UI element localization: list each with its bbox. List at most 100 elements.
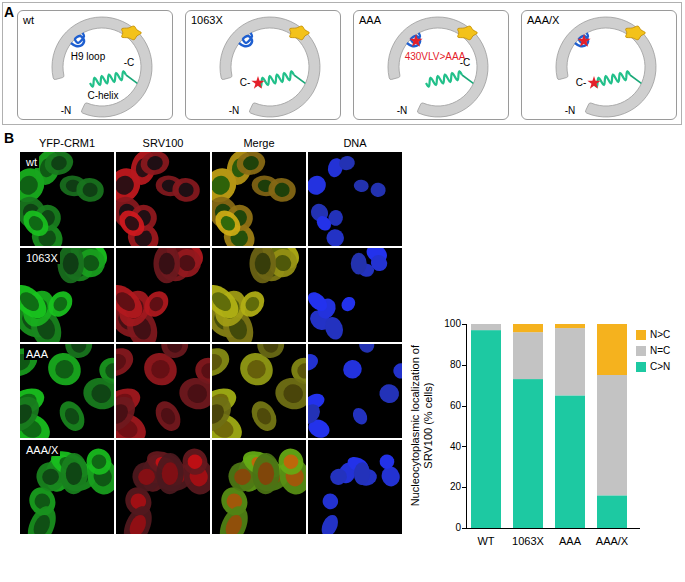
construct-name: AAA — [359, 14, 381, 27]
micrograph — [212, 248, 306, 342]
bar-segment — [555, 328, 585, 395]
domain-label: C- — [576, 77, 587, 89]
mutation-star — [577, 34, 590, 47]
legend-label: N=C — [650, 345, 670, 356]
bar-segment — [471, 330, 501, 528]
domain-label: -N — [61, 105, 72, 117]
panel-letter: B — [4, 130, 14, 146]
domain-label: -N — [229, 105, 240, 117]
tick-mark — [462, 324, 467, 325]
tick-label: 0 — [455, 522, 461, 534]
domain-label: C- — [240, 77, 251, 89]
bar-segment — [597, 495, 627, 528]
column-header: DNA — [343, 137, 366, 150]
c-helix — [594, 71, 630, 86]
ran-blob — [122, 26, 142, 40]
ran-blob — [290, 26, 310, 40]
c-helix — [258, 71, 294, 86]
construct-name: 1063X — [191, 14, 223, 27]
micrograph — [116, 344, 210, 438]
micrograph — [308, 152, 402, 246]
tick-label: 40 — [450, 441, 461, 453]
bar-segment — [555, 324, 585, 328]
column-header: SRV100 — [143, 137, 184, 150]
c-helix — [426, 71, 462, 86]
schematic-art — [522, 11, 678, 121]
bar-segment — [513, 379, 543, 528]
h9-loop — [239, 33, 252, 46]
micrograph — [212, 344, 306, 438]
legend-swatch — [636, 330, 646, 340]
tick-label: 80 — [450, 359, 461, 371]
row-label: AAA/X — [24, 444, 60, 457]
tick-label: 60 — [450, 400, 461, 412]
crm1-ring — [556, 17, 656, 117]
tick-mark — [462, 528, 467, 529]
crm1-ring — [220, 17, 320, 117]
column-header: Merge — [243, 137, 274, 150]
crm1-ring — [388, 17, 488, 117]
y-axis — [466, 324, 467, 529]
truncation-star — [587, 76, 600, 89]
legend-label: C>N — [650, 361, 670, 372]
legend-label: N>C — [650, 329, 670, 340]
x-axis — [466, 528, 640, 529]
micrograph — [212, 440, 306, 534]
bar-segment — [513, 332, 543, 379]
ran-blob — [458, 26, 478, 40]
micrograph — [116, 152, 210, 246]
schematic-art — [354, 11, 510, 121]
helix-tether — [462, 75, 473, 83]
row-label: AAA — [24, 348, 50, 361]
protein-schematic-box: AAA/X C- -N — [521, 10, 677, 120]
domain-label: -C — [124, 57, 135, 69]
legend-swatch — [636, 362, 646, 372]
domain-label: -N — [397, 105, 408, 117]
c-helix — [90, 71, 126, 86]
domain-label: C-helix — [87, 90, 118, 102]
bar-segment — [471, 324, 501, 330]
micrograph — [308, 440, 402, 534]
construct-name: AAA/X — [527, 14, 559, 27]
row-label: wt — [24, 156, 39, 169]
category-label: WT — [477, 535, 494, 548]
domain-label: -C — [460, 57, 471, 69]
micrograph — [116, 440, 210, 534]
bar-segment — [597, 324, 627, 375]
panel-letter: A — [4, 4, 14, 20]
panel-frame — [3, 3, 682, 125]
h9-loop — [71, 33, 84, 46]
micrograph — [116, 248, 210, 342]
truncation-star — [251, 76, 264, 89]
protein-schematic-box: 1063X C- -N — [185, 10, 341, 120]
helix-tether — [630, 75, 641, 83]
tick-mark — [462, 446, 467, 447]
protein-schematic-box: wtH9 loop-CC-helix-N — [17, 10, 173, 120]
micrograph — [20, 152, 114, 246]
legend-swatch — [636, 346, 646, 356]
tick-label: 20 — [450, 481, 461, 493]
category-label: AAA — [559, 535, 581, 548]
helix-tether — [126, 75, 137, 83]
bar-segment — [555, 395, 585, 528]
axis-title: Nucleocytoplasmic localization of SRV100… — [409, 326, 434, 526]
tick-mark — [462, 487, 467, 488]
mutation-star — [409, 34, 422, 47]
row-label: 1063X — [24, 252, 60, 265]
micrograph — [212, 152, 306, 246]
micrograph — [308, 248, 402, 342]
bar-segment — [597, 375, 627, 495]
micrograph — [20, 248, 114, 342]
tick-label: 100 — [444, 318, 461, 330]
domain-label: 430VLV>AAA — [405, 51, 466, 63]
column-header: YFP-CRM1 — [39, 137, 95, 150]
helix-tether — [294, 75, 305, 83]
legend-entry: N>C — [636, 329, 682, 341]
domain-label: -N — [565, 105, 576, 117]
micrograph — [308, 344, 402, 438]
tick-mark — [462, 406, 467, 407]
tick-mark — [462, 365, 467, 366]
schematic-art — [18, 11, 174, 121]
crm1-ring — [52, 17, 152, 117]
